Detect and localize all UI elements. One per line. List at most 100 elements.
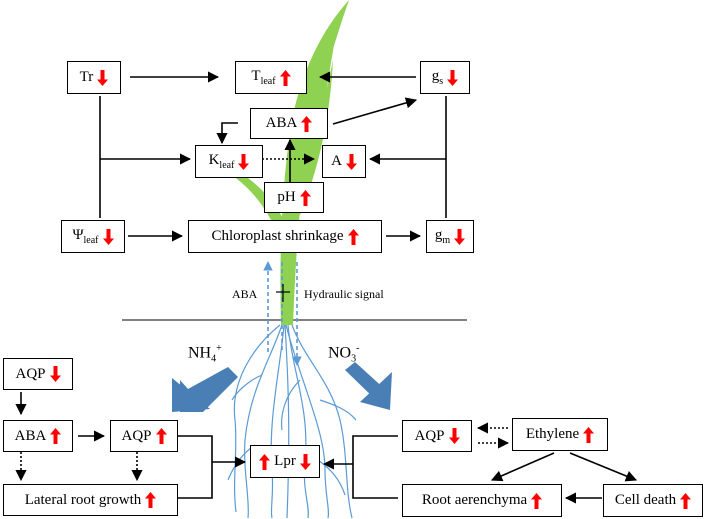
node-ph: pH (264, 182, 324, 213)
node-aba-leaf-base: ABA (265, 115, 298, 131)
node-gs-sub: s (439, 76, 444, 87)
node-tr-label: Tr (80, 69, 94, 86)
ammonium-label: NH4+ (188, 343, 222, 365)
node-aba-leaf: ABA (250, 108, 328, 139)
aqp-right-to-lpr (352, 435, 398, 464)
nitrate-base: NO (328, 344, 352, 362)
node-psi-sub: leaf (83, 235, 99, 246)
down-arrow-icon (49, 366, 61, 382)
node-aqp-right-label: AQP (414, 428, 444, 445)
down-arrow-icon (299, 453, 311, 470)
node-tleaf: Tleaf (235, 61, 307, 94)
node-gs: gs (420, 61, 470, 94)
ethylene-to-celldeath (569, 452, 638, 482)
lateral-to-lpr (178, 462, 213, 499)
nitrate-sub: 3 (351, 353, 357, 365)
node-aerenchyma: Root aerenchyma (402, 484, 562, 517)
up-arrow-icon (347, 228, 359, 245)
up-arrow-icon (145, 492, 157, 508)
node-celldeath-label: Cell death (615, 492, 676, 509)
node-aerenchyma-label: Root aerenchyma (422, 492, 527, 509)
node-psi: Ψleaf (61, 220, 125, 253)
node-a: A (322, 145, 366, 178)
node-gm-sub: m (442, 235, 451, 246)
node-chloro-label: Chloroplast shrinkage (211, 228, 343, 245)
node-aqp-left-top: AQP (3, 358, 73, 390)
node-tr: Tr (67, 61, 121, 94)
node-tleaf-label: Tleaf (251, 68, 275, 87)
down-arrow-icon (447, 69, 459, 86)
node-kleaf-base: K (208, 152, 220, 168)
up-arrow-icon (259, 453, 271, 470)
up-arrow-icon (583, 426, 595, 443)
node-aba-root-base: ABA (14, 427, 47, 444)
node-aqp-left-top-base: AQP (15, 365, 46, 382)
node-celldeath: Cell death (603, 484, 703, 517)
node-chloro-base: Chloroplast shrinkage (211, 228, 344, 244)
ammonium-fat-arrow-head (172, 378, 210, 412)
node-lateral: Lateral root growth (3, 484, 178, 516)
down-arrow-icon (238, 153, 250, 170)
node-ethylene-base: Ethylene (525, 426, 580, 442)
node-aqp-right: AQP (402, 420, 472, 452)
ammonium-base: NH (188, 344, 212, 362)
node-aqp-right-base: AQP (414, 427, 445, 444)
up-arrow-icon (299, 189, 311, 206)
node-aqp-left-mid: AQP (110, 420, 178, 452)
node-psi-base: Ψ (72, 227, 84, 243)
node-lpr-base: Lpr (274, 453, 296, 469)
node-tleaf-base: T (251, 68, 261, 84)
node-aba-root: ABA (3, 420, 73, 452)
node-gm-label: gm (435, 227, 450, 246)
up-arrow-icon (279, 69, 291, 86)
node-gs-base: g (431, 68, 440, 84)
node-gm: gm (426, 220, 474, 253)
node-celldeath-base: Cell death (614, 492, 677, 508)
node-ph-label: pH (277, 189, 295, 206)
down-arrow-icon (97, 69, 109, 86)
aba-to-kleaf (216, 122, 238, 145)
node-a-label: A (331, 153, 342, 170)
nitrate-fat-arrow-head (360, 372, 392, 410)
node-lateral-label: Lateral root growth (25, 492, 142, 509)
hydraulic-signal-label: Hydraulic signal (304, 287, 384, 301)
node-lateral-base: Lateral root growth (24, 491, 142, 508)
aba-to-gs (332, 97, 418, 125)
aba-signal-label: ABA (232, 287, 258, 301)
node-lpr: Lpr (250, 445, 320, 478)
up-arrow-icon (301, 115, 313, 132)
node-aba-root-label: ABA (15, 428, 47, 445)
nitrate-sup: - (356, 343, 360, 354)
node-aqp-left-mid-label: AQP (121, 428, 151, 445)
node-psi-label: Ψleaf (72, 227, 98, 246)
node-kleaf: Kleaf (195, 145, 263, 178)
node-kleaf-label: Kleaf (209, 152, 235, 171)
node-lpr-label: Lpr (274, 453, 296, 470)
node-gs-label: gs (432, 68, 443, 87)
down-arrow-icon (102, 228, 114, 245)
node-ph-base: pH (277, 189, 296, 205)
node-ethylene-label: Ethylene (526, 426, 579, 443)
node-chloro: Chloroplast shrinkage (188, 220, 382, 253)
ammonium-sup: + (216, 343, 222, 354)
aerenchyma-to-lpr (352, 464, 398, 499)
aqp-left-to-lpr (178, 435, 213, 462)
node-aqp-left-top-label: AQP (15, 366, 45, 383)
node-ethylene: Ethylene (512, 418, 608, 451)
node-kleaf-sub: leaf (219, 160, 235, 171)
up-arrow-icon (155, 428, 167, 444)
node-aba-leaf-label: ABA (266, 115, 298, 132)
down-arrow-icon (448, 428, 460, 444)
node-tr-base: Tr (79, 69, 94, 85)
node-a-base: A (331, 153, 342, 169)
node-tleaf-sub: leaf (260, 76, 276, 87)
up-arrow-icon (680, 492, 692, 509)
down-arrow-icon (345, 153, 357, 170)
ethylene-to-aerenchyma (490, 452, 555, 482)
down-arrow-icon (454, 228, 466, 245)
up-arrow-icon (531, 492, 543, 509)
node-gm-base: g (434, 227, 443, 243)
nitrate-label: NO3- (328, 343, 359, 365)
node-aqp-left-mid-base: AQP (121, 427, 152, 444)
